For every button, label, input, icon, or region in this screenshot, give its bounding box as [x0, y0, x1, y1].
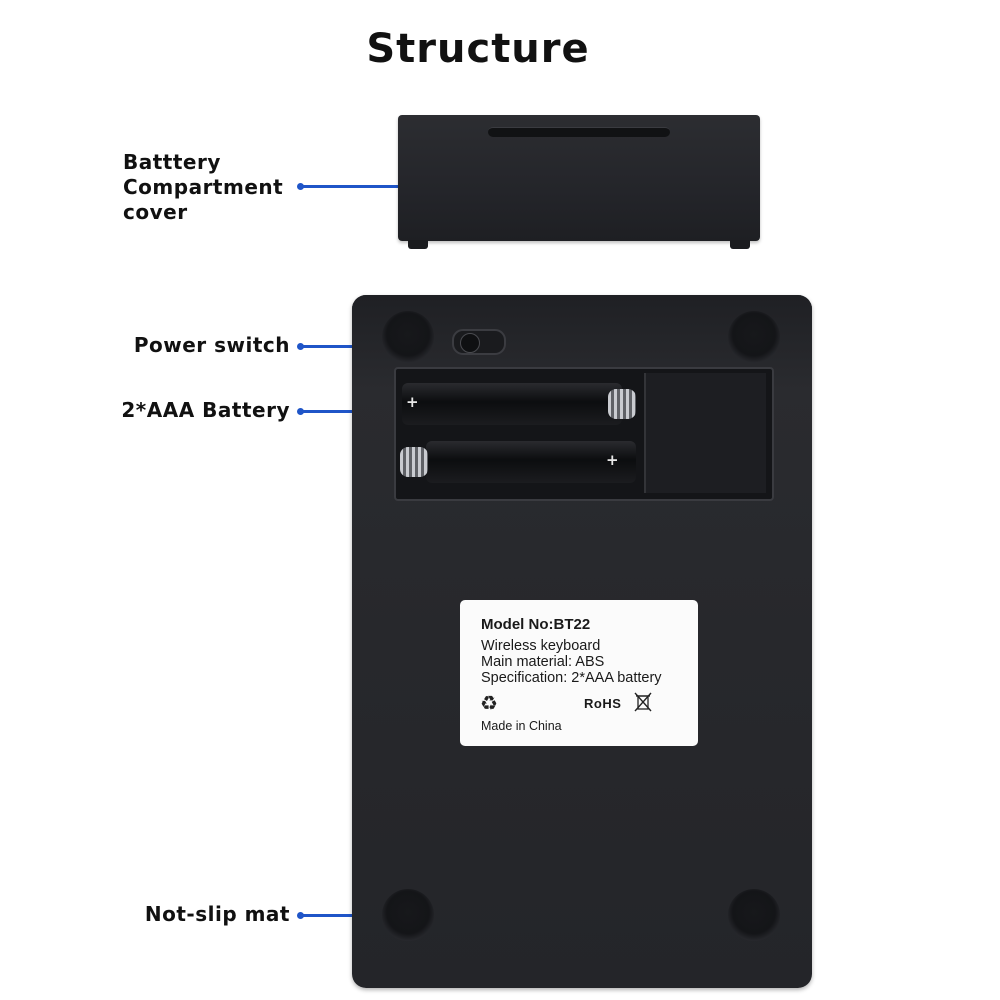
label-line-2: Main material: ABS	[481, 654, 605, 670]
rohs-mark: RoHS	[584, 696, 622, 711]
recycle-icon: ♻	[480, 693, 498, 715]
foot-bottom-right	[728, 889, 780, 941]
leader-dot-mat	[297, 912, 304, 919]
label-model: Model No:BT22	[481, 616, 591, 633]
leader-line-cover	[302, 185, 452, 188]
page-title: Structure	[366, 26, 590, 72]
leader-dot-battery	[297, 408, 304, 415]
spring-top	[608, 389, 636, 419]
keyboard-back: + + Model No:BT22 Wireless keyboard Main…	[352, 295, 812, 988]
callout-battery-cover: Batttery Compartment cover	[123, 150, 283, 225]
cover-release-slot	[488, 127, 670, 137]
product-label: Model No:BT22 Wireless keyboard Main mat…	[460, 600, 698, 746]
battery-bottom	[426, 441, 636, 483]
spring-bottom	[400, 447, 428, 477]
callout-power-switch: Power switch	[133, 333, 290, 357]
cover-tab-left	[408, 240, 428, 249]
battery-bay: + +	[394, 367, 774, 501]
battery-bottom-plus: +	[606, 451, 619, 469]
switch-knob[interactable]	[460, 333, 480, 353]
callout-not-slip-mat: Not-slip mat	[144, 902, 290, 926]
foot-bottom-left	[382, 889, 434, 941]
battery-top	[402, 383, 622, 425]
label-origin: Made in China	[481, 719, 562, 733]
leader-dot-switch	[297, 343, 304, 350]
cover-tab-right	[730, 240, 750, 249]
callout-cover-line-1: Batttery	[123, 150, 221, 174]
callout-cover-line-2: Compartment	[123, 175, 284, 199]
foot-top-left	[382, 311, 434, 363]
callout-battery: 2*AAA Battery	[121, 398, 290, 422]
label-line-3: Specification: 2*AAA battery	[481, 670, 662, 686]
power-switch[interactable]	[452, 329, 506, 355]
label-line-1: Wireless keyboard	[481, 638, 601, 654]
callout-cover-line-3: cover	[123, 200, 188, 224]
bay-receiver-slot	[644, 373, 766, 493]
crossed-bin-icon	[634, 692, 652, 712]
battery-top-plus: +	[406, 393, 419, 411]
battery-compartment-cover	[398, 115, 760, 249]
foot-top-right	[728, 311, 780, 363]
leader-dot-cover	[297, 183, 304, 190]
